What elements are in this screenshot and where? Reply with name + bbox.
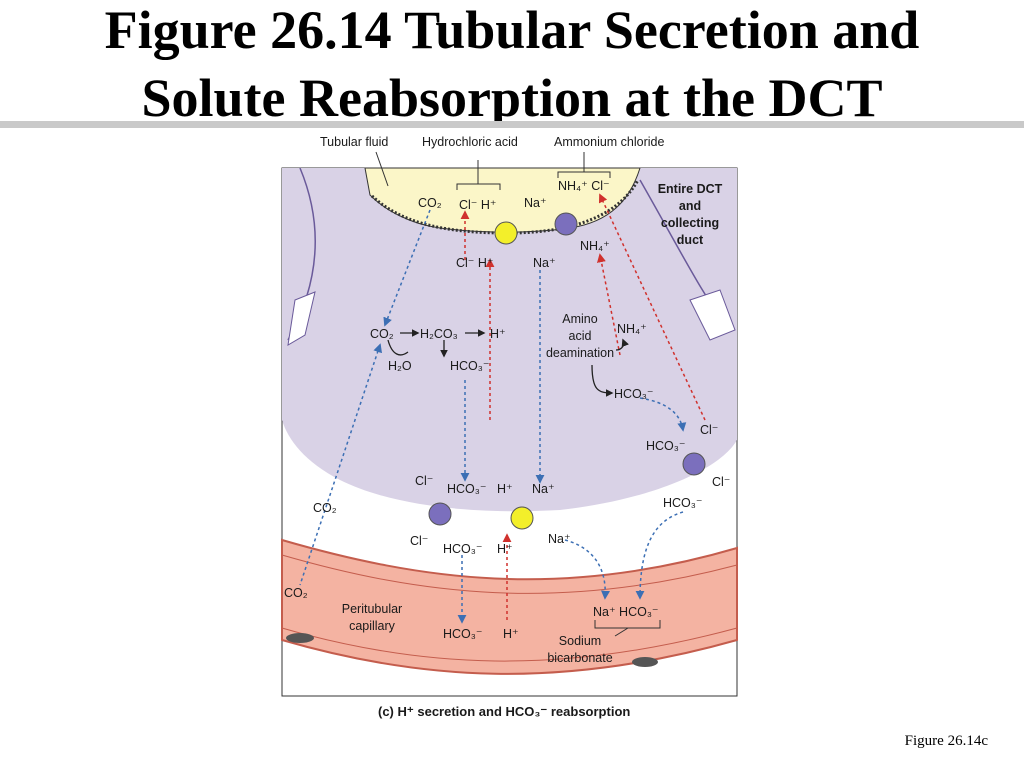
lumen-cl-h: Cl⁻ H⁺ [459,198,497,212]
capillary-wall-inner [281,554,738,594]
nh4cl-bracket [557,152,611,178]
nh4-flux-arrow [596,253,621,356]
label-tubular-fluid: Tubular fluid [320,135,388,149]
basal-h-bottom: H⁺ [497,542,513,556]
reaction-arrow-4 [387,339,409,356]
cap-label-2: capillary [349,619,396,633]
cap-h: H⁺ [503,627,519,641]
intercellular-space-right [689,289,736,341]
apical-cl-h: Cl⁻ H⁺ [456,256,494,270]
cl-flux-arrow-right [598,193,706,421]
cap-label-1: Peritubular [342,602,402,616]
figure-reference: Figure 26.14c [904,733,988,749]
hco3-right-arrow [639,397,687,432]
hco3-exchange-capillary-arrow [635,511,684,600]
slide-title-line2: Solute Reabsorption at the DCT [141,68,883,128]
lumen-na: Na⁺ [524,196,547,210]
label-ammonium-chloride: Ammonium chloride [554,135,665,149]
basal-hco3-exch-out: HCO₃⁻ [663,496,702,510]
lumen-nh4-cl: NH₄⁺ Cl⁻ [558,179,610,193]
cap-bicarb-2: bicarbonate [547,651,612,665]
endothelial-nucleus-left [286,633,314,643]
region-label-3: collecting [661,216,719,230]
cell-hco3-right: HCO₃⁻ [614,387,653,401]
endothelial-nucleus-right [632,657,658,667]
bicarb-bracket [594,620,661,637]
hcl-bracket [456,160,501,190]
cap-co2: CO₂ [284,586,308,600]
co2-diffusion-arrow [383,209,431,327]
cell-cl-right: Cl⁻ [700,423,718,437]
basal-cl-bottom: Cl⁻ [410,534,428,548]
cap-bicarb-1: Sodium [559,634,601,648]
basal-h-top: H⁺ [497,482,513,496]
na-capillary-arrow [564,539,610,600]
basal-co2: CO₂ [313,501,337,515]
cell-amino-3: deamination [546,346,614,360]
cell-amino-2: acid [569,329,592,343]
cell-h2o: H₂O [388,359,412,373]
figure-caption: (c) H⁺ secretion and HCO₃⁻ reabsorption [378,704,630,719]
cell-amino-1: Amino [562,312,597,326]
apical-nh4-na-antiporter [554,212,578,236]
cell-co2: CO₂ [370,327,394,341]
basal-cl-top: Cl⁻ [415,474,433,488]
tubule-cell [282,168,737,512]
cell-hco3: HCO₃⁻ [450,359,489,373]
apical-na-h-antiporter [494,221,518,245]
title-divider [0,121,1024,128]
region-label-1: Entire DCT [658,182,723,196]
basal-na-top: Na⁺ [532,482,555,496]
basal-cl-hco3-exchanger [428,502,452,526]
cell-nh4: NH₄⁺ [617,322,647,336]
basal-hco3-bottom: HCO₃⁻ [443,542,482,556]
apical-na: Na⁺ [533,256,556,270]
region-label-2: and [679,199,701,213]
basal-cl-exch-out: Cl⁻ [712,475,730,489]
tubular-fluid-pointer [375,151,389,187]
cell-hco3-exch: HCO₃⁻ [646,439,685,453]
deamination-arrow [591,364,614,397]
cell-h: H⁺ [490,327,506,341]
region-label-4: duct [677,233,704,247]
slide-title-line1: Figure 26.14 Tubular Secretion and [104,0,920,60]
cell-h2co3: H₂CO₃ [420,327,458,341]
basolateral-cl-hco3-exchanger [682,452,706,476]
cap-hco3: HCO₃⁻ [443,627,482,641]
basal-na-bottom: Na⁺ [548,532,571,546]
apical-nh4: NH₄⁺ [580,239,610,253]
cap-na-hco3: Na⁺ HCO₃⁻ [593,605,659,619]
lumen-co2: CO₂ [418,196,442,210]
basal-hco3-top: HCO₃⁻ [447,482,486,496]
intercellular-space-left [287,291,316,346]
nh4-formation-arrow [615,338,629,351]
peritubular-capillary [281,538,738,675]
basal-na-h-antiporter [510,506,534,530]
capillary-wall-lower [281,627,738,662]
co2-capillary-arrow [299,343,382,586]
label-hydrochloric-acid: Hydrochloric acid [422,135,518,149]
